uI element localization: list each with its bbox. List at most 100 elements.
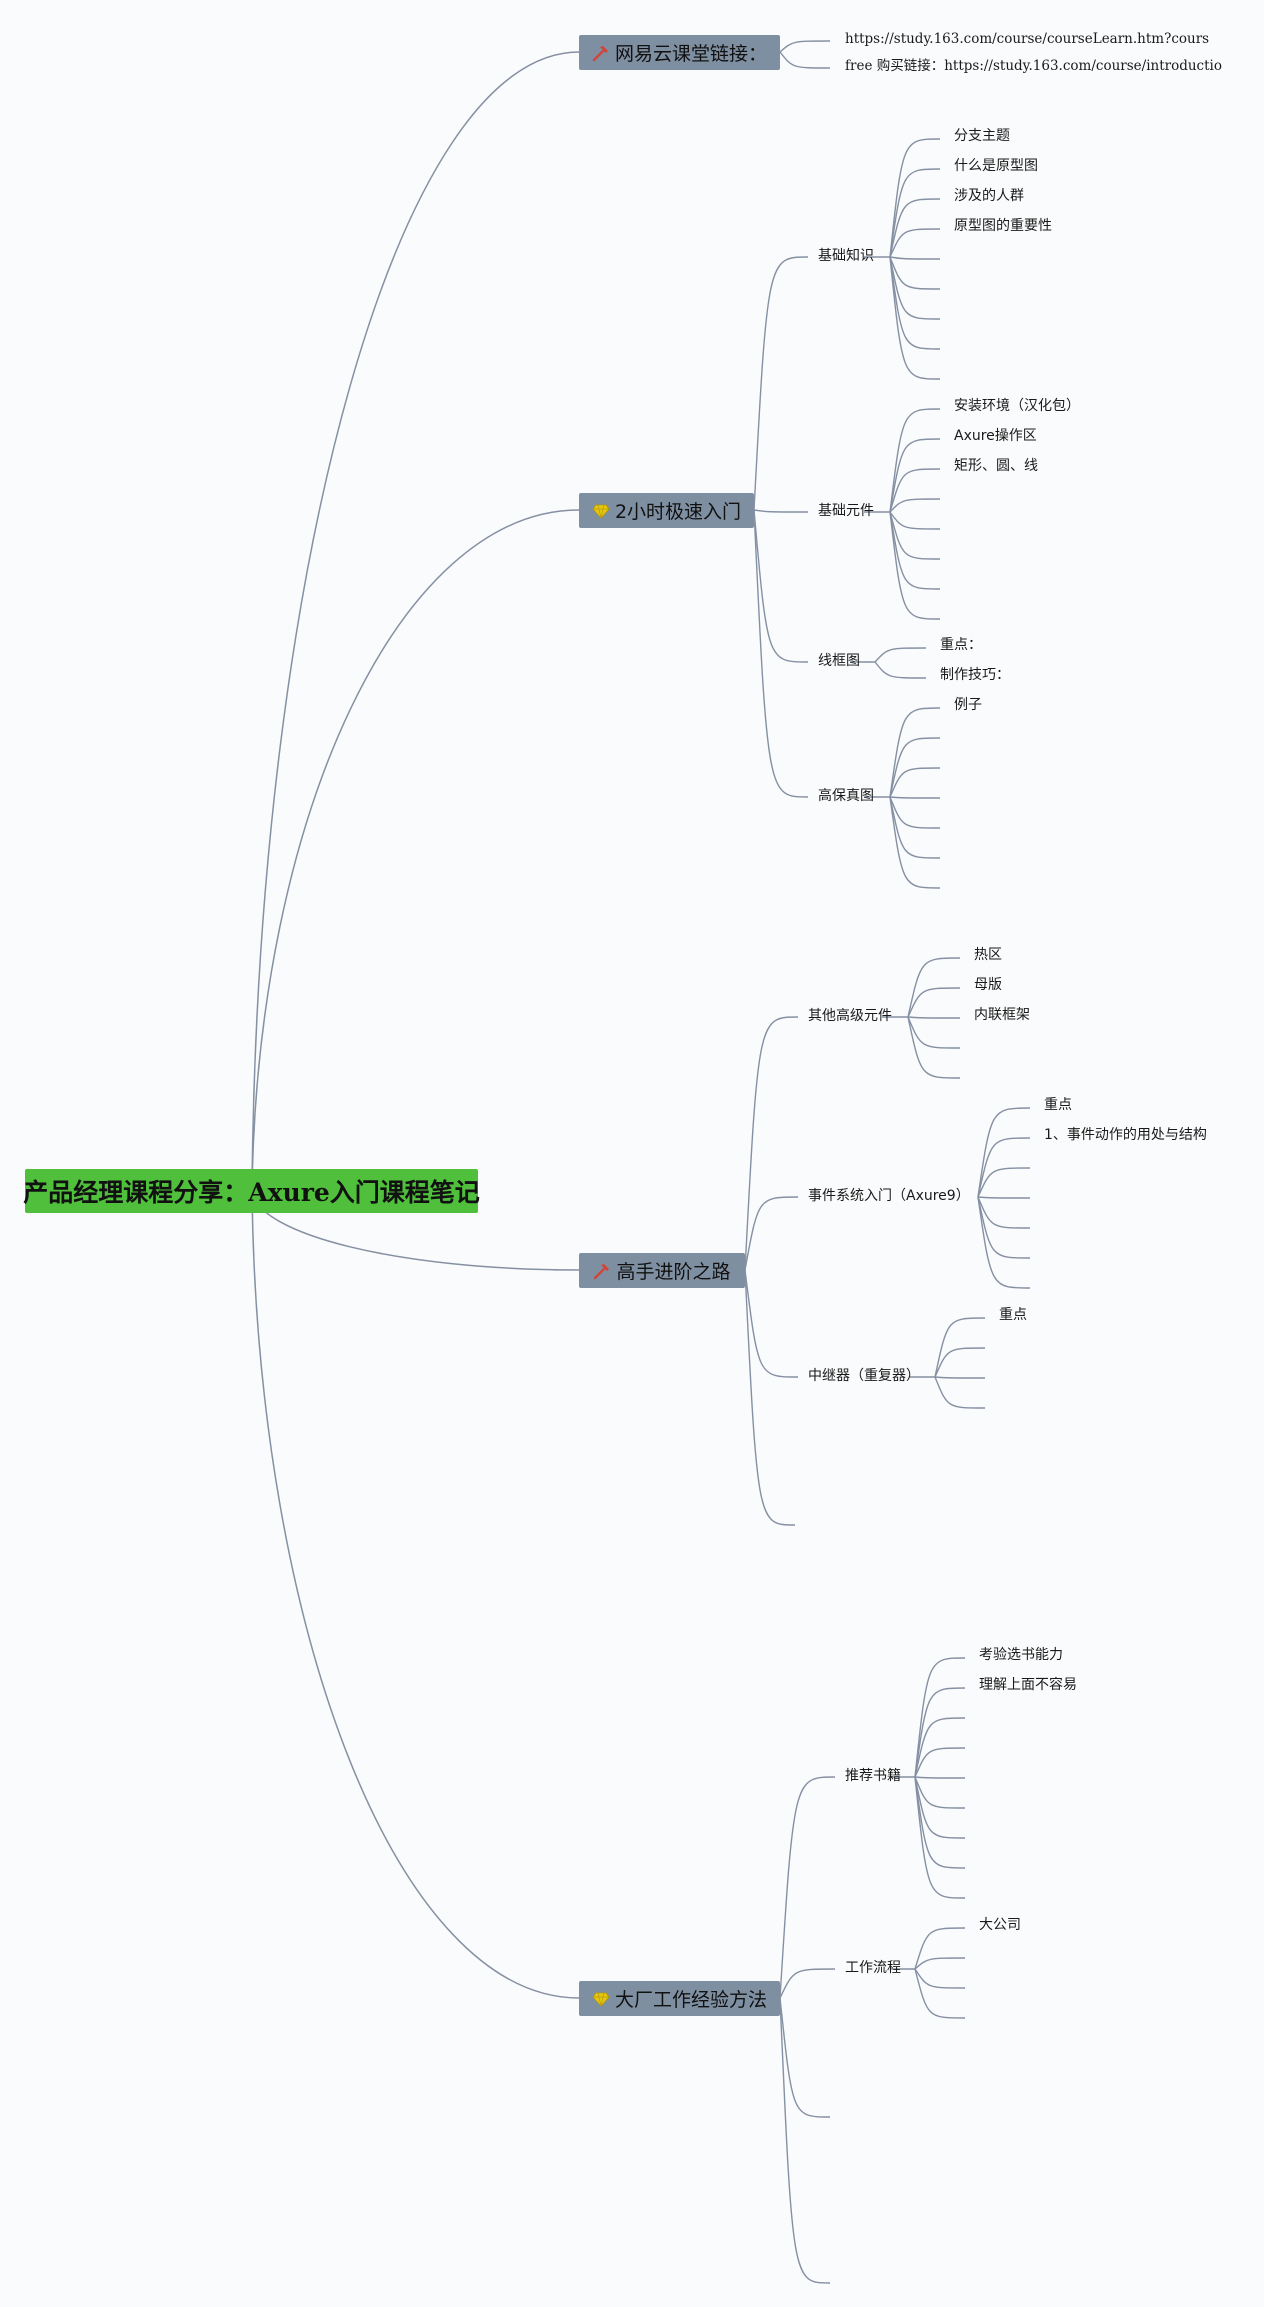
leaf-topic[interactable]: 重点： bbox=[940, 637, 982, 653]
leaf-connector bbox=[934, 1347, 986, 1378]
sub-branch-connector bbox=[753, 509, 809, 798]
leaf-connector bbox=[889, 511, 941, 590]
leaf-connector bbox=[889, 198, 941, 258]
leaf-connector bbox=[874, 661, 927, 679]
branch-label: 2小时极速入门 bbox=[614, 501, 742, 523]
hammer-icon bbox=[592, 44, 610, 62]
leaf-connector bbox=[914, 1968, 966, 1989]
root-connector bbox=[251, 509, 580, 1192]
leaf-topic[interactable]: 制作技巧： bbox=[940, 667, 1010, 683]
leaf-connector bbox=[889, 511, 941, 620]
leaf-connector bbox=[889, 767, 941, 798]
link-text[interactable]: https://study.163.com/course/courseLearn… bbox=[845, 31, 1210, 47]
leaf-topic[interactable]: 热区 bbox=[974, 947, 1002, 963]
leaf-topic[interactable]: 大公司 bbox=[979, 1917, 1021, 1933]
sub-topic[interactable]: 其他高级元件 bbox=[808, 1008, 892, 1024]
leaf-connector bbox=[914, 1657, 966, 1778]
root-connector bbox=[251, 51, 580, 1192]
leaf-connector bbox=[914, 1957, 966, 1970]
sub-topic[interactable]: 基础知识 bbox=[818, 248, 874, 264]
empty-sub-branch bbox=[779, 1997, 831, 2284]
leaf-connector bbox=[907, 1016, 961, 1019]
leaf-connector bbox=[889, 256, 941, 380]
leaf-topic[interactable]: 1、事件动作的用处与结构 bbox=[1044, 1127, 1207, 1143]
sub-branch-connector bbox=[744, 1269, 799, 1378]
leaf-connector bbox=[889, 796, 941, 889]
branch-netease-link[interactable]: 网易云课堂链接： bbox=[579, 35, 780, 70]
leaf-connector bbox=[907, 1016, 961, 1079]
sub-topic[interactable]: 高保真图 bbox=[818, 788, 874, 804]
leaf-connector bbox=[934, 1376, 986, 1379]
leaf-topic[interactable]: 重点 bbox=[1044, 1097, 1072, 1113]
leaf-connector bbox=[914, 1747, 966, 1778]
leaf-connector bbox=[889, 228, 941, 258]
leaf-topic[interactable]: Axure操作区 bbox=[954, 428, 1037, 444]
sub-topic[interactable]: 中继器（重复器） bbox=[808, 1368, 920, 1384]
root-topic[interactable]: 产品经理课程分享：Axure入门课程笔记 bbox=[23, 1169, 480, 1213]
diamond-icon bbox=[592, 1990, 610, 2008]
leaf-connector bbox=[889, 408, 941, 513]
leaf-connector bbox=[977, 1167, 1031, 1198]
leaf-connector bbox=[977, 1107, 1031, 1198]
branch-big-company[interactable]: 大厂工作经验方法 bbox=[579, 1981, 780, 2016]
empty-sub-branch bbox=[744, 1269, 796, 1526]
hammer-icon bbox=[593, 1262, 611, 1280]
sub-topic[interactable]: 线框图 bbox=[818, 653, 860, 669]
leaf-connector bbox=[977, 1196, 1031, 1229]
sub-branch-connector bbox=[753, 509, 809, 513]
leaf-connector bbox=[914, 1776, 966, 1779]
root-connector bbox=[251, 1190, 580, 1999]
leaf-connector bbox=[889, 707, 941, 798]
branch-connector bbox=[779, 40, 831, 53]
leaf-connector bbox=[914, 1687, 966, 1778]
leaf-topic[interactable]: 矩形、圆、线 bbox=[954, 458, 1038, 474]
branch-label: 大厂工作经验方法 bbox=[614, 1989, 767, 2011]
sub-branch-connector bbox=[744, 1196, 799, 1271]
sub-topic[interactable]: 事件系统入门（Axure9） bbox=[808, 1188, 970, 1204]
leaf-connector bbox=[889, 256, 941, 350]
branch-quick-start[interactable]: 2小时极速入门 bbox=[579, 493, 754, 528]
leaf-connector bbox=[914, 1776, 966, 1839]
leaf-topic[interactable]: 涉及的人群 bbox=[954, 188, 1024, 204]
sub-branch-connector bbox=[753, 256, 809, 511]
diamond-icon bbox=[592, 502, 610, 520]
sub-topic[interactable]: 基础元件 bbox=[818, 503, 874, 519]
leaf-topic[interactable]: 内联框架 bbox=[974, 1007, 1030, 1023]
sub-branch-connector bbox=[779, 1968, 836, 1999]
leaf-connector bbox=[889, 498, 941, 513]
leaf-connector bbox=[914, 1927, 966, 1970]
leaf-connector bbox=[977, 1137, 1031, 1198]
branch-connector bbox=[779, 51, 831, 69]
leaf-connector bbox=[889, 138, 941, 258]
branch-advanced[interactable]: 高手进阶之路 bbox=[579, 1253, 745, 1288]
leaf-topic[interactable]: 例子 bbox=[954, 697, 982, 713]
sub-topic[interactable]: 工作流程 bbox=[845, 1960, 901, 1976]
leaf-connector bbox=[889, 468, 941, 513]
leaf-topic[interactable]: 重点 bbox=[999, 1307, 1027, 1323]
leaf-connector bbox=[889, 511, 941, 530]
leaf-connector bbox=[889, 168, 941, 258]
leaf-topic[interactable]: 理解上面不容易 bbox=[979, 1677, 1077, 1693]
leaf-connector bbox=[934, 1376, 986, 1409]
sub-topic[interactable]: 推荐书籍 bbox=[845, 1768, 901, 1784]
leaf-connector bbox=[914, 1776, 966, 1869]
leaf-topic[interactable]: 母版 bbox=[974, 977, 1002, 993]
leaf-topic[interactable]: 考验选书能力 bbox=[979, 1647, 1063, 1663]
leaf-connector bbox=[914, 1717, 966, 1778]
leaf-connector bbox=[977, 1196, 1031, 1289]
empty-sub-branch bbox=[779, 1997, 831, 2118]
leaf-connector bbox=[889, 438, 941, 513]
sub-branch-connector bbox=[753, 509, 809, 663]
leaf-topic[interactable]: 原型图的重要性 bbox=[954, 218, 1052, 234]
leaf-connector bbox=[914, 1776, 966, 1809]
leaf-topic[interactable]: 分支主题 bbox=[954, 128, 1010, 144]
leaf-connector bbox=[907, 957, 961, 1018]
link-text[interactable]: free 购买链接：https://study.163.com/course/i… bbox=[845, 58, 1222, 74]
leaf-connector bbox=[889, 796, 941, 859]
leaf-connector bbox=[889, 737, 941, 798]
leaf-topic[interactable]: 安装环境（汉化包） bbox=[954, 398, 1080, 414]
leaf-topic[interactable]: 什么是原型图 bbox=[954, 158, 1038, 174]
leaf-connector bbox=[889, 256, 941, 260]
branch-label: 高手进阶之路 bbox=[616, 1261, 731, 1283]
